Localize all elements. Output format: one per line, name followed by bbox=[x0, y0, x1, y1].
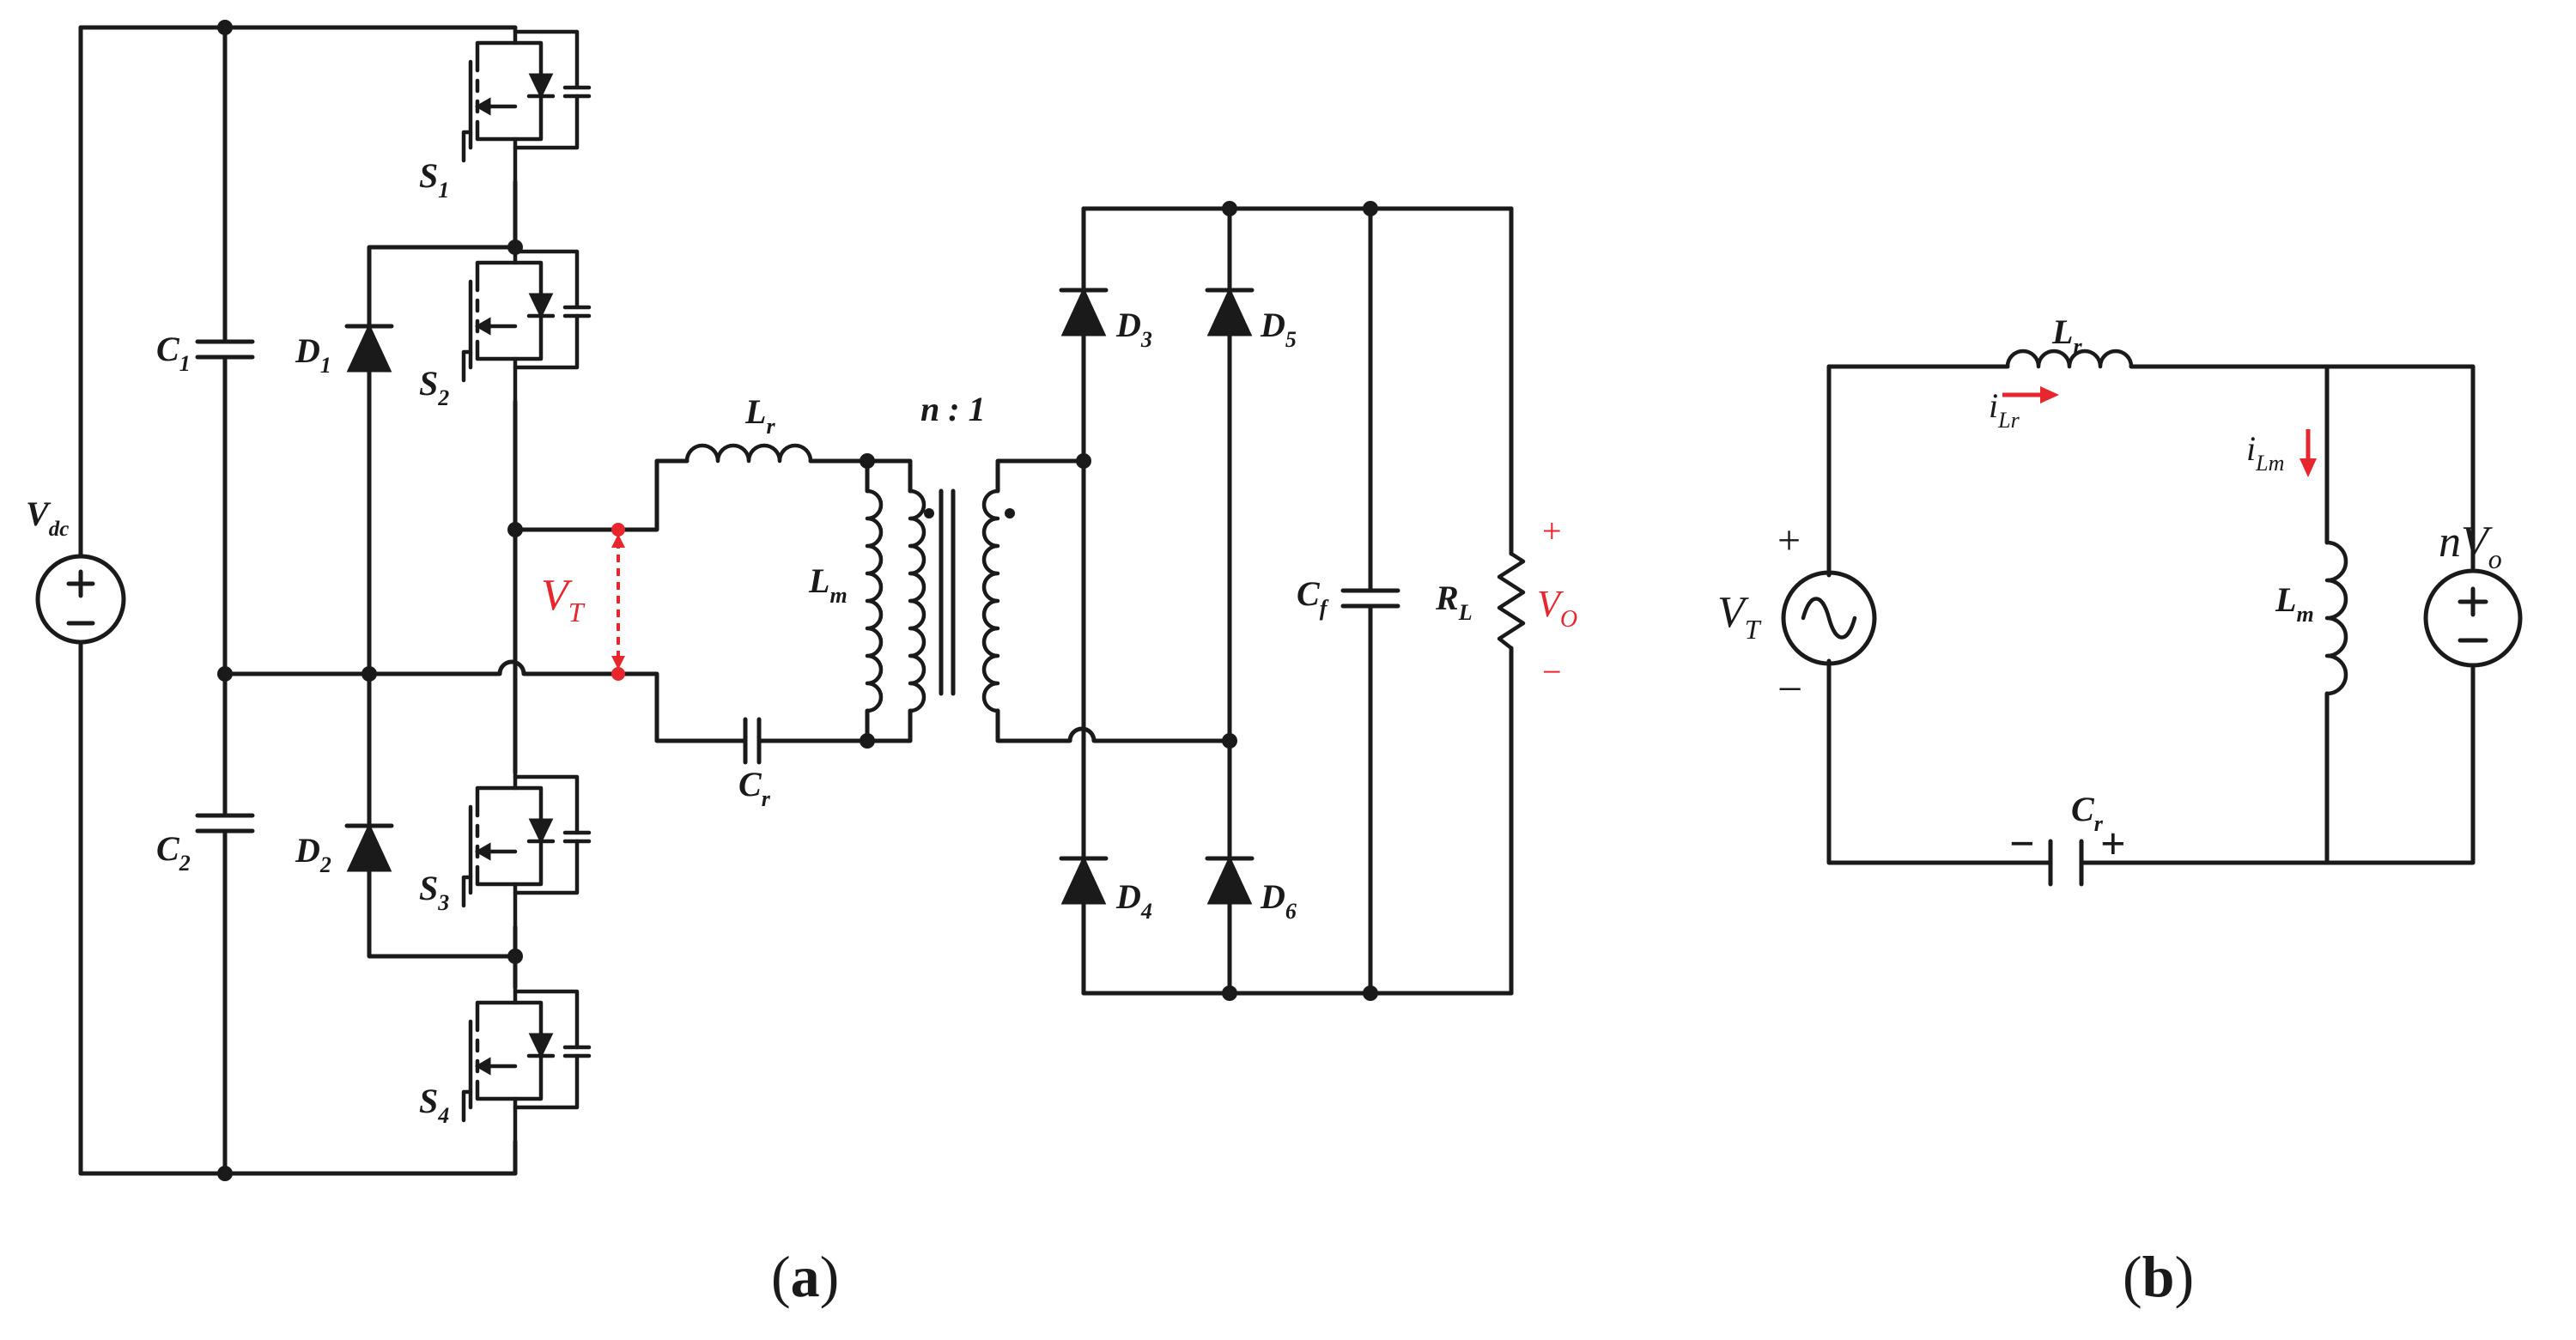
s4-switch bbox=[464, 987, 589, 1142]
d1-diode bbox=[344, 323, 394, 373]
lm-inductor-b bbox=[2324, 540, 2348, 696]
right-loop-wire bbox=[2079, 364, 2476, 865]
c1-capacitor bbox=[195, 339, 255, 360]
d3-label: D3 bbox=[1115, 306, 1152, 352]
ratio-label: n : 1 bbox=[920, 390, 986, 428]
ilm-arrow bbox=[2300, 429, 2317, 477]
s3-switch bbox=[464, 773, 589, 927]
primary-dot bbox=[924, 508, 934, 518]
d3-diode bbox=[1059, 287, 1109, 337]
s1-switch bbox=[464, 27, 589, 182]
cf-capacitor bbox=[1340, 588, 1400, 609]
panel-a: Vdc C1 C2 D1 D2 S1 bbox=[26, 20, 1577, 1309]
cr-capacitor-b bbox=[2048, 839, 2084, 887]
caption-a: (a) bbox=[771, 1244, 839, 1309]
tank-top-wire bbox=[513, 458, 690, 532]
d5-diode bbox=[1205, 287, 1255, 337]
vt-label-b: VT bbox=[1717, 588, 1762, 645]
midpoint-rail bbox=[222, 659, 621, 676]
vdc-label: Vdc bbox=[26, 494, 69, 541]
rl-label: RL bbox=[1435, 579, 1473, 625]
d4-diode bbox=[1059, 855, 1109, 905]
lm-label-b: Lm bbox=[2275, 580, 2314, 627]
c2-capacitor bbox=[195, 813, 255, 834]
ilr-arrow bbox=[2002, 386, 2059, 403]
output-rails bbox=[1081, 206, 1514, 996]
secondary-wires bbox=[995, 458, 1232, 743]
lr-inductor-b bbox=[2008, 351, 2131, 367]
vo-plus: + bbox=[1542, 512, 1562, 550]
s1-label: S1 bbox=[419, 156, 449, 203]
vo-minus: − bbox=[1542, 652, 1562, 691]
d6-label: D6 bbox=[1260, 877, 1297, 924]
lr-inductor bbox=[687, 446, 811, 461]
vdc-source bbox=[35, 554, 126, 645]
clamp-diode-wires bbox=[367, 245, 518, 959]
s3-label: S3 bbox=[419, 869, 449, 915]
c1-label: C1 bbox=[156, 330, 191, 376]
cf-label: Cf bbox=[1297, 574, 1329, 621]
vo-label: VO bbox=[1537, 583, 1577, 633]
caption-b: (b) bbox=[2123, 1244, 2194, 1309]
vt-label: VT bbox=[541, 571, 586, 628]
ilr-label: iLr bbox=[1989, 386, 2020, 433]
secondary-dot bbox=[1005, 508, 1015, 518]
cr-label: Cr bbox=[738, 765, 771, 811]
secondary-winding bbox=[981, 488, 1000, 713]
cr-minus-b: − bbox=[2009, 820, 2035, 869]
primary-winding bbox=[908, 488, 927, 713]
tank-bottom-wire bbox=[616, 671, 748, 743]
lr-label-b: Lr bbox=[2051, 312, 2082, 359]
vt-plus-b: + bbox=[1777, 518, 1801, 563]
lr-label: Lr bbox=[744, 392, 775, 439]
vt-indicator bbox=[611, 523, 625, 681]
vt-ac-source bbox=[1781, 570, 1877, 666]
primary-wires bbox=[865, 458, 913, 743]
d5-label: D5 bbox=[1260, 306, 1297, 352]
dc-rails bbox=[78, 25, 518, 1176]
lm-inductor bbox=[865, 488, 884, 713]
nvo-source bbox=[2423, 568, 2523, 668]
junction-dots-a bbox=[217, 20, 1378, 1181]
lm-label: Lm bbox=[808, 561, 848, 608]
panel-b: + − VT nVo Lr iLr iLm Lm Cr − + (b) bbox=[1717, 312, 2523, 1309]
d4-label: D4 bbox=[1115, 877, 1152, 924]
vt-minus-b: − bbox=[1777, 665, 1802, 714]
rl-resistor bbox=[1497, 551, 1526, 651]
c2-label: C2 bbox=[156, 829, 191, 876]
d6-diode bbox=[1205, 855, 1255, 905]
s2-label: S2 bbox=[419, 364, 449, 410]
cr-plus-b: + bbox=[2100, 820, 2126, 869]
d1-label: D1 bbox=[295, 331, 331, 378]
left-loop-wire bbox=[1826, 364, 2053, 865]
s4-label: S4 bbox=[419, 1082, 449, 1128]
ilm-label: iLm bbox=[2246, 429, 2284, 476]
cr-label-b: Cr bbox=[2071, 790, 2104, 836]
nvo-label: nVo bbox=[2439, 518, 2502, 574]
s2-switch bbox=[464, 247, 589, 402]
d2-diode bbox=[344, 822, 394, 872]
transformer-core bbox=[939, 488, 956, 696]
d2-label: D2 bbox=[295, 831, 331, 877]
